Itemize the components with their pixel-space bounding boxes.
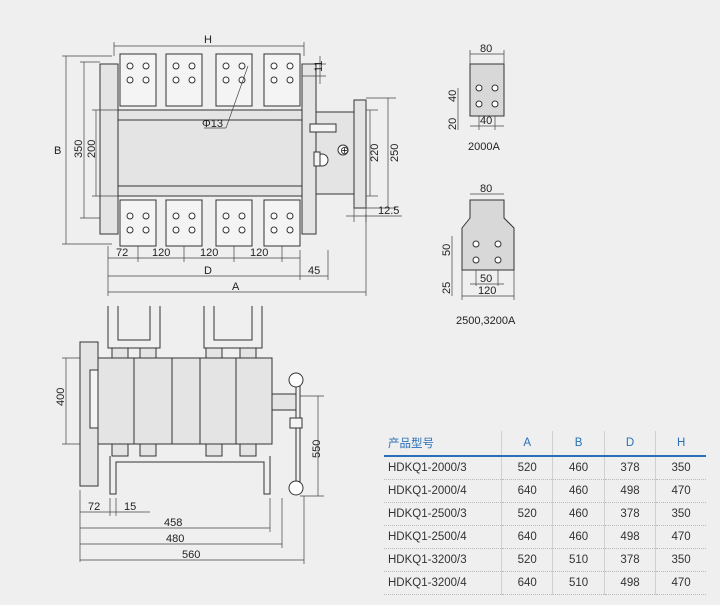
dim-350-label: 350 bbox=[73, 140, 85, 158]
cell-model: HDKQ1-3200/4 bbox=[384, 571, 502, 595]
header-model: 产品型号 bbox=[384, 431, 502, 457]
cell-d: 378 bbox=[603, 502, 656, 526]
side-dim-400: 400 bbox=[55, 388, 67, 406]
cell-model: HDKQ1-2000/3 bbox=[384, 456, 502, 480]
header-b: B bbox=[552, 431, 605, 457]
terminal-2000a: 80 40 20 40 2000A bbox=[447, 43, 505, 153]
cell-d: 498 bbox=[603, 479, 656, 503]
top-terminal-1 bbox=[119, 53, 157, 107]
t3200-dim-25: 25 bbox=[441, 282, 453, 294]
cell-d: 498 bbox=[603, 571, 656, 595]
dim-d-label: D bbox=[204, 265, 212, 277]
table-row: HDKQ1-2000/4 640 460 498 470 bbox=[384, 479, 706, 503]
header-a: A bbox=[500, 431, 553, 457]
bottom-terminal-1 bbox=[119, 199, 157, 247]
cell-a: 640 bbox=[500, 479, 553, 503]
t3200-dim-80: 80 bbox=[480, 183, 492, 195]
side-dim-560: 560 bbox=[182, 549, 200, 561]
dim-45-label: 45 bbox=[308, 265, 320, 277]
cell-b: 510 bbox=[552, 571, 605, 595]
dim-a-label: A bbox=[232, 281, 240, 293]
top-terminal-4 bbox=[263, 53, 301, 107]
cell-model: HDKQ1-2500/3 bbox=[384, 502, 502, 526]
cell-a: 520 bbox=[500, 502, 553, 526]
dim-200-label: 200 bbox=[86, 140, 98, 158]
cell-b: 460 bbox=[552, 456, 605, 480]
table-row: HDKQ1-3200/4 640 510 498 470 bbox=[384, 571, 706, 595]
t3200-dim-50-horizontal: 50 bbox=[480, 273, 492, 285]
top-terminal-3 bbox=[215, 53, 253, 107]
cell-h: 470 bbox=[655, 479, 706, 503]
t2000-dim-40-horizontal: 40 bbox=[480, 115, 492, 127]
dim-220-label: 220 bbox=[369, 144, 381, 162]
bottom-terminal-3 bbox=[215, 199, 253, 247]
cell-d: 378 bbox=[603, 548, 656, 572]
header-d: D bbox=[603, 431, 656, 457]
bottom-terminal-2 bbox=[165, 199, 203, 247]
cell-a: 520 bbox=[500, 456, 553, 480]
dim-12-5-label: 12.5 bbox=[378, 205, 399, 217]
cell-model: HDKQ1-2500/4 bbox=[384, 525, 502, 549]
side-dim-72: 72 bbox=[88, 501, 100, 513]
cell-h: 350 bbox=[655, 502, 706, 526]
t2000-dim-80: 80 bbox=[480, 43, 492, 55]
t2000-dim-40-vertical: 40 bbox=[447, 90, 459, 102]
table-row: HDKQ1-2500/3 520 460 378 350 bbox=[384, 502, 706, 526]
svg-text:⊕: ⊕ bbox=[340, 145, 349, 157]
table-header-row: 产品型号 A B D H bbox=[384, 431, 706, 457]
cell-a: 640 bbox=[500, 571, 553, 595]
cell-h: 350 bbox=[655, 548, 706, 572]
t2000-dim-20: 20 bbox=[447, 118, 459, 130]
spec-table: 产品型号 A B D H HDKQ1-2000/3 520 460 378 35… bbox=[384, 431, 706, 595]
cell-h: 470 bbox=[655, 525, 706, 549]
cell-b: 460 bbox=[552, 525, 605, 549]
side-dim-480: 480 bbox=[166, 533, 184, 545]
cell-b: 510 bbox=[552, 548, 605, 572]
header-h: H bbox=[655, 431, 706, 457]
cell-model: HDKQ1-2000/4 bbox=[384, 479, 502, 503]
bottom-terminal-4 bbox=[263, 199, 301, 247]
side-dim-550: 550 bbox=[311, 440, 323, 458]
dim-72-label: 72 bbox=[116, 247, 128, 259]
dim-11-label: 11 bbox=[313, 61, 325, 72]
cell-d: 378 bbox=[603, 456, 656, 480]
cell-b: 460 bbox=[552, 502, 605, 526]
dim-120a-label: 120 bbox=[152, 247, 170, 259]
dim-h-label: H bbox=[204, 34, 212, 46]
dim-b-label: B bbox=[54, 145, 61, 157]
side-dim-458: 458 bbox=[164, 517, 182, 529]
top-terminal-2 bbox=[165, 53, 203, 107]
hole-diameter-label: Φ13 bbox=[202, 118, 223, 130]
t3200-caption: 2500,3200A bbox=[456, 315, 516, 327]
table-row: HDKQ1-2500/4 640 460 498 470 bbox=[384, 525, 706, 549]
side-view: 400 550 72 15 458 480 560 bbox=[55, 306, 324, 564]
dim-250-label: 250 bbox=[389, 144, 401, 162]
cell-model: HDKQ1-3200/3 bbox=[384, 548, 502, 572]
table-row: HDKQ1-3200/3 520 510 378 350 bbox=[384, 548, 706, 572]
table-row: HDKQ1-2000/3 520 460 378 350 bbox=[384, 456, 706, 480]
terminal-3200a: 80 50 25 50 120 2500,3200A bbox=[441, 183, 516, 327]
cell-h: 350 bbox=[655, 456, 706, 480]
cell-b: 460 bbox=[552, 479, 605, 503]
cell-h: 470 bbox=[655, 571, 706, 595]
cell-a: 520 bbox=[500, 548, 553, 572]
dim-120b-label: 120 bbox=[200, 247, 218, 259]
t2000-caption: 2000A bbox=[468, 141, 500, 153]
dim-120c-label: 120 bbox=[250, 247, 268, 259]
cell-a: 640 bbox=[500, 525, 553, 549]
t3200-dim-120: 120 bbox=[478, 285, 496, 297]
side-dim-15: 15 bbox=[124, 501, 136, 513]
top-view: ⊕ bbox=[54, 34, 402, 296]
cell-d: 498 bbox=[603, 525, 656, 549]
t3200-dim-50-vertical: 50 bbox=[441, 244, 453, 256]
